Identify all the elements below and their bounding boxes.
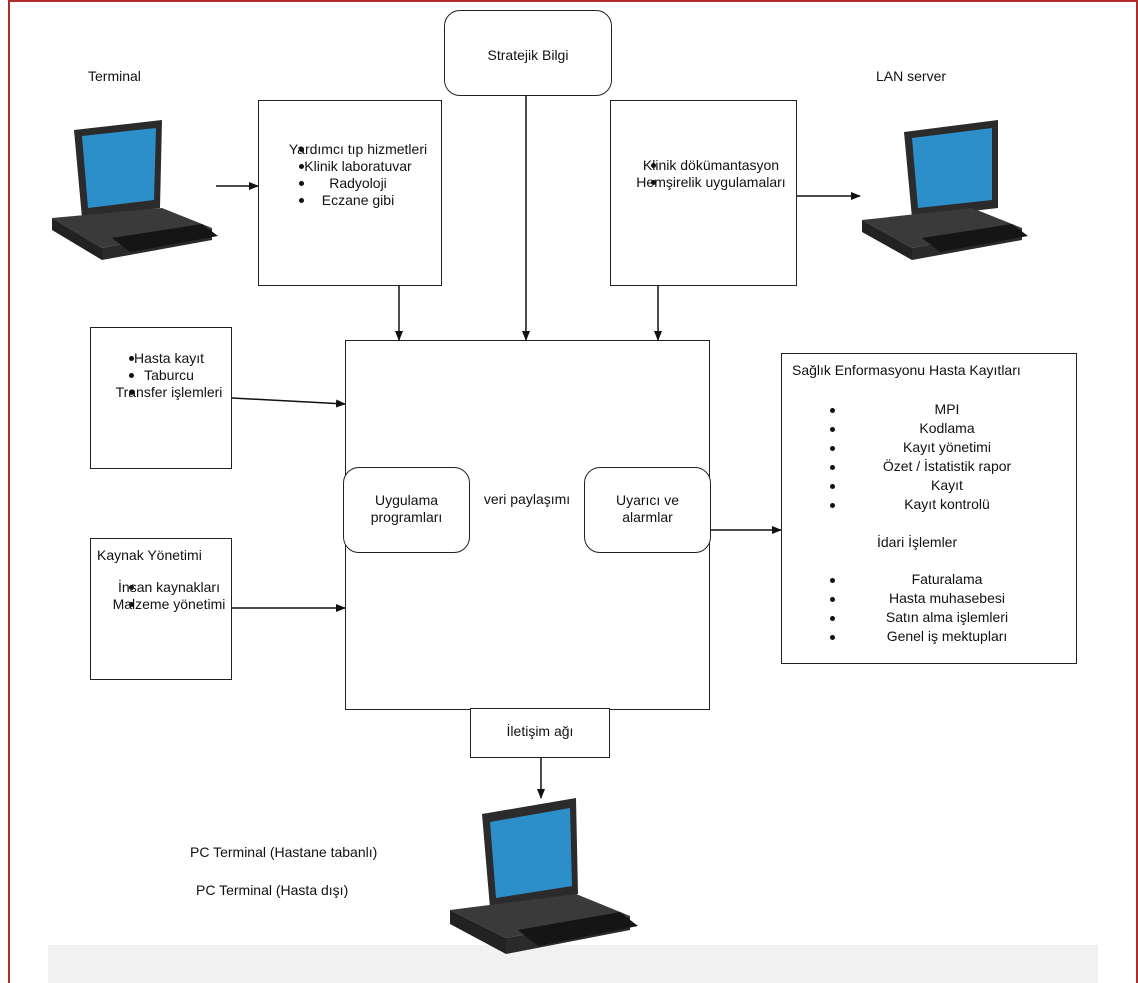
patient-admission-box: Hasta kayıt Taburcu Transfer işlemleri bbox=[90, 327, 232, 469]
desktop-computer-icon bbox=[52, 120, 220, 265]
pc-terminal-outside-label: PC Terminal (Hasta dışı) bbox=[196, 882, 349, 898]
resource-management-title: Kaynak Yönetimi bbox=[97, 547, 202, 563]
pc-terminal-hospital-label: PC Terminal (Hastane tabanlı) bbox=[190, 844, 378, 860]
records-item: Kayıt kontrolü bbox=[822, 495, 1072, 514]
ancillary-services-box: Yardımcı tıp hizmetleri Klinik laboratuv… bbox=[258, 100, 442, 286]
patient-item: Transfer işlemleri bbox=[115, 384, 223, 400]
records-item: Kayıt bbox=[822, 476, 1072, 495]
data-sharing-label: veri paylaşımı bbox=[483, 491, 571, 507]
resource-item: İnsan kaynakları bbox=[118, 579, 220, 595]
desktop-computer-icon bbox=[450, 798, 640, 963]
clinical-item: Klinik dökümantasyon bbox=[642, 157, 780, 173]
alerts-box: Uyarıcı ve alarmlar bbox=[584, 467, 711, 553]
records-item: Kayıt yönetimi bbox=[822, 438, 1072, 457]
health-records-title: Sağlık Enformasyonu Hasta Kayıtları bbox=[792, 362, 1021, 378]
records-item: Özet / İstatistik rapor bbox=[822, 457, 1072, 476]
health-records-box: Sağlık Enformasyonu Hasta Kayıtları MPI … bbox=[781, 353, 1077, 664]
admin-item: Faturalama bbox=[822, 570, 1072, 589]
clinical-item: Hemşirelik uygulamaları bbox=[636, 174, 786, 190]
admin-item: Genel iş mektupları bbox=[822, 627, 1072, 646]
clinical-documentation-box: Klinik dökümantasyon Hemşirelik uygulama… bbox=[610, 100, 797, 286]
arrow-patient-center bbox=[222, 393, 346, 408]
background-floor bbox=[48, 945, 1098, 983]
application-programs-box: Uygulama programları bbox=[343, 467, 470, 553]
ancillary-item: Eczane gibi bbox=[283, 192, 433, 209]
patient-item: Taburcu bbox=[111, 367, 227, 384]
ancillary-item: Klinik laboratuvar bbox=[283, 158, 433, 175]
resource-management-box: Kaynak Yönetimi İnsan kaynakları Malzeme… bbox=[90, 538, 232, 680]
strategic-info-box: Stratejik Bilgi bbox=[444, 10, 612, 96]
strategic-info-label: Stratejik Bilgi bbox=[487, 47, 569, 63]
communication-network-box: İletişim ağı bbox=[470, 708, 610, 758]
application-programs-label: Uygulama programları bbox=[370, 492, 443, 525]
alerts-label: Uyarıcı ve alarmlar bbox=[615, 492, 679, 525]
lan-server-label: LAN server bbox=[876, 68, 947, 84]
outer-frame bbox=[8, 0, 1138, 983]
admin-item: Satın alma işlemleri bbox=[822, 608, 1072, 627]
resource-item: Malzeme yönetimi bbox=[112, 596, 226, 612]
desktop-computer-icon bbox=[862, 120, 1030, 265]
ancillary-item: Radyoloji bbox=[283, 175, 433, 192]
ancillary-item: Yardımcı tıp hizmetleri bbox=[288, 141, 428, 157]
records-item: Kodlama bbox=[822, 419, 1072, 438]
admin-operations-title: İdari İşlemler bbox=[877, 534, 958, 550]
admin-item: Hasta muhasebesi bbox=[822, 589, 1072, 608]
communication-network-label: İletişim ağı bbox=[506, 723, 574, 739]
terminal-label: Terminal bbox=[88, 68, 141, 84]
patient-item: Hasta kayıt bbox=[111, 350, 227, 367]
records-item: MPI bbox=[822, 400, 1072, 419]
